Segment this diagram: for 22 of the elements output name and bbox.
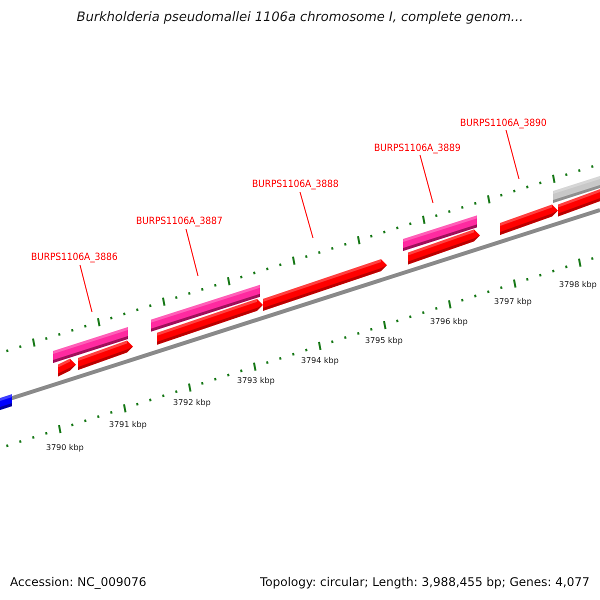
scale-label: 3796 kbp xyxy=(430,318,468,326)
gene-label: BURPS1106A_3887 xyxy=(136,217,223,227)
scale-label: 3794 kbp xyxy=(301,357,339,365)
leader-line xyxy=(420,154,434,204)
title: Burkholderia pseudomallei 1106a chromosome I, complete genom... xyxy=(76,11,524,24)
gene-label: BURPS1106A_3889 xyxy=(374,144,461,154)
scale-label: 3797 kbp xyxy=(494,298,532,306)
footer-text: Accession: NC_009076 xyxy=(10,576,146,588)
gene-label: BURPS1106A_3886 xyxy=(31,253,118,263)
scale-label: 3791 kbp xyxy=(109,421,147,429)
leader-line xyxy=(300,192,314,238)
gene-label: BURPS1106A_3888 xyxy=(252,180,339,190)
scale-label: 3790 kbp xyxy=(46,444,84,452)
leader-line xyxy=(186,228,198,276)
scale-label: 3798 kbp xyxy=(559,281,597,289)
scale-label: 3792 kbp xyxy=(173,399,211,407)
scale-label: 3793 kbp xyxy=(237,377,275,385)
leader-line xyxy=(506,130,520,180)
footer-text: Topology: circular; Length: 3,988,455 bp; Genes: 4,077 xyxy=(260,576,590,588)
gene-label: BURPS1106A_3890 xyxy=(460,119,547,129)
leader-line xyxy=(80,264,92,312)
scale-label: 3795 kbp xyxy=(365,337,403,345)
